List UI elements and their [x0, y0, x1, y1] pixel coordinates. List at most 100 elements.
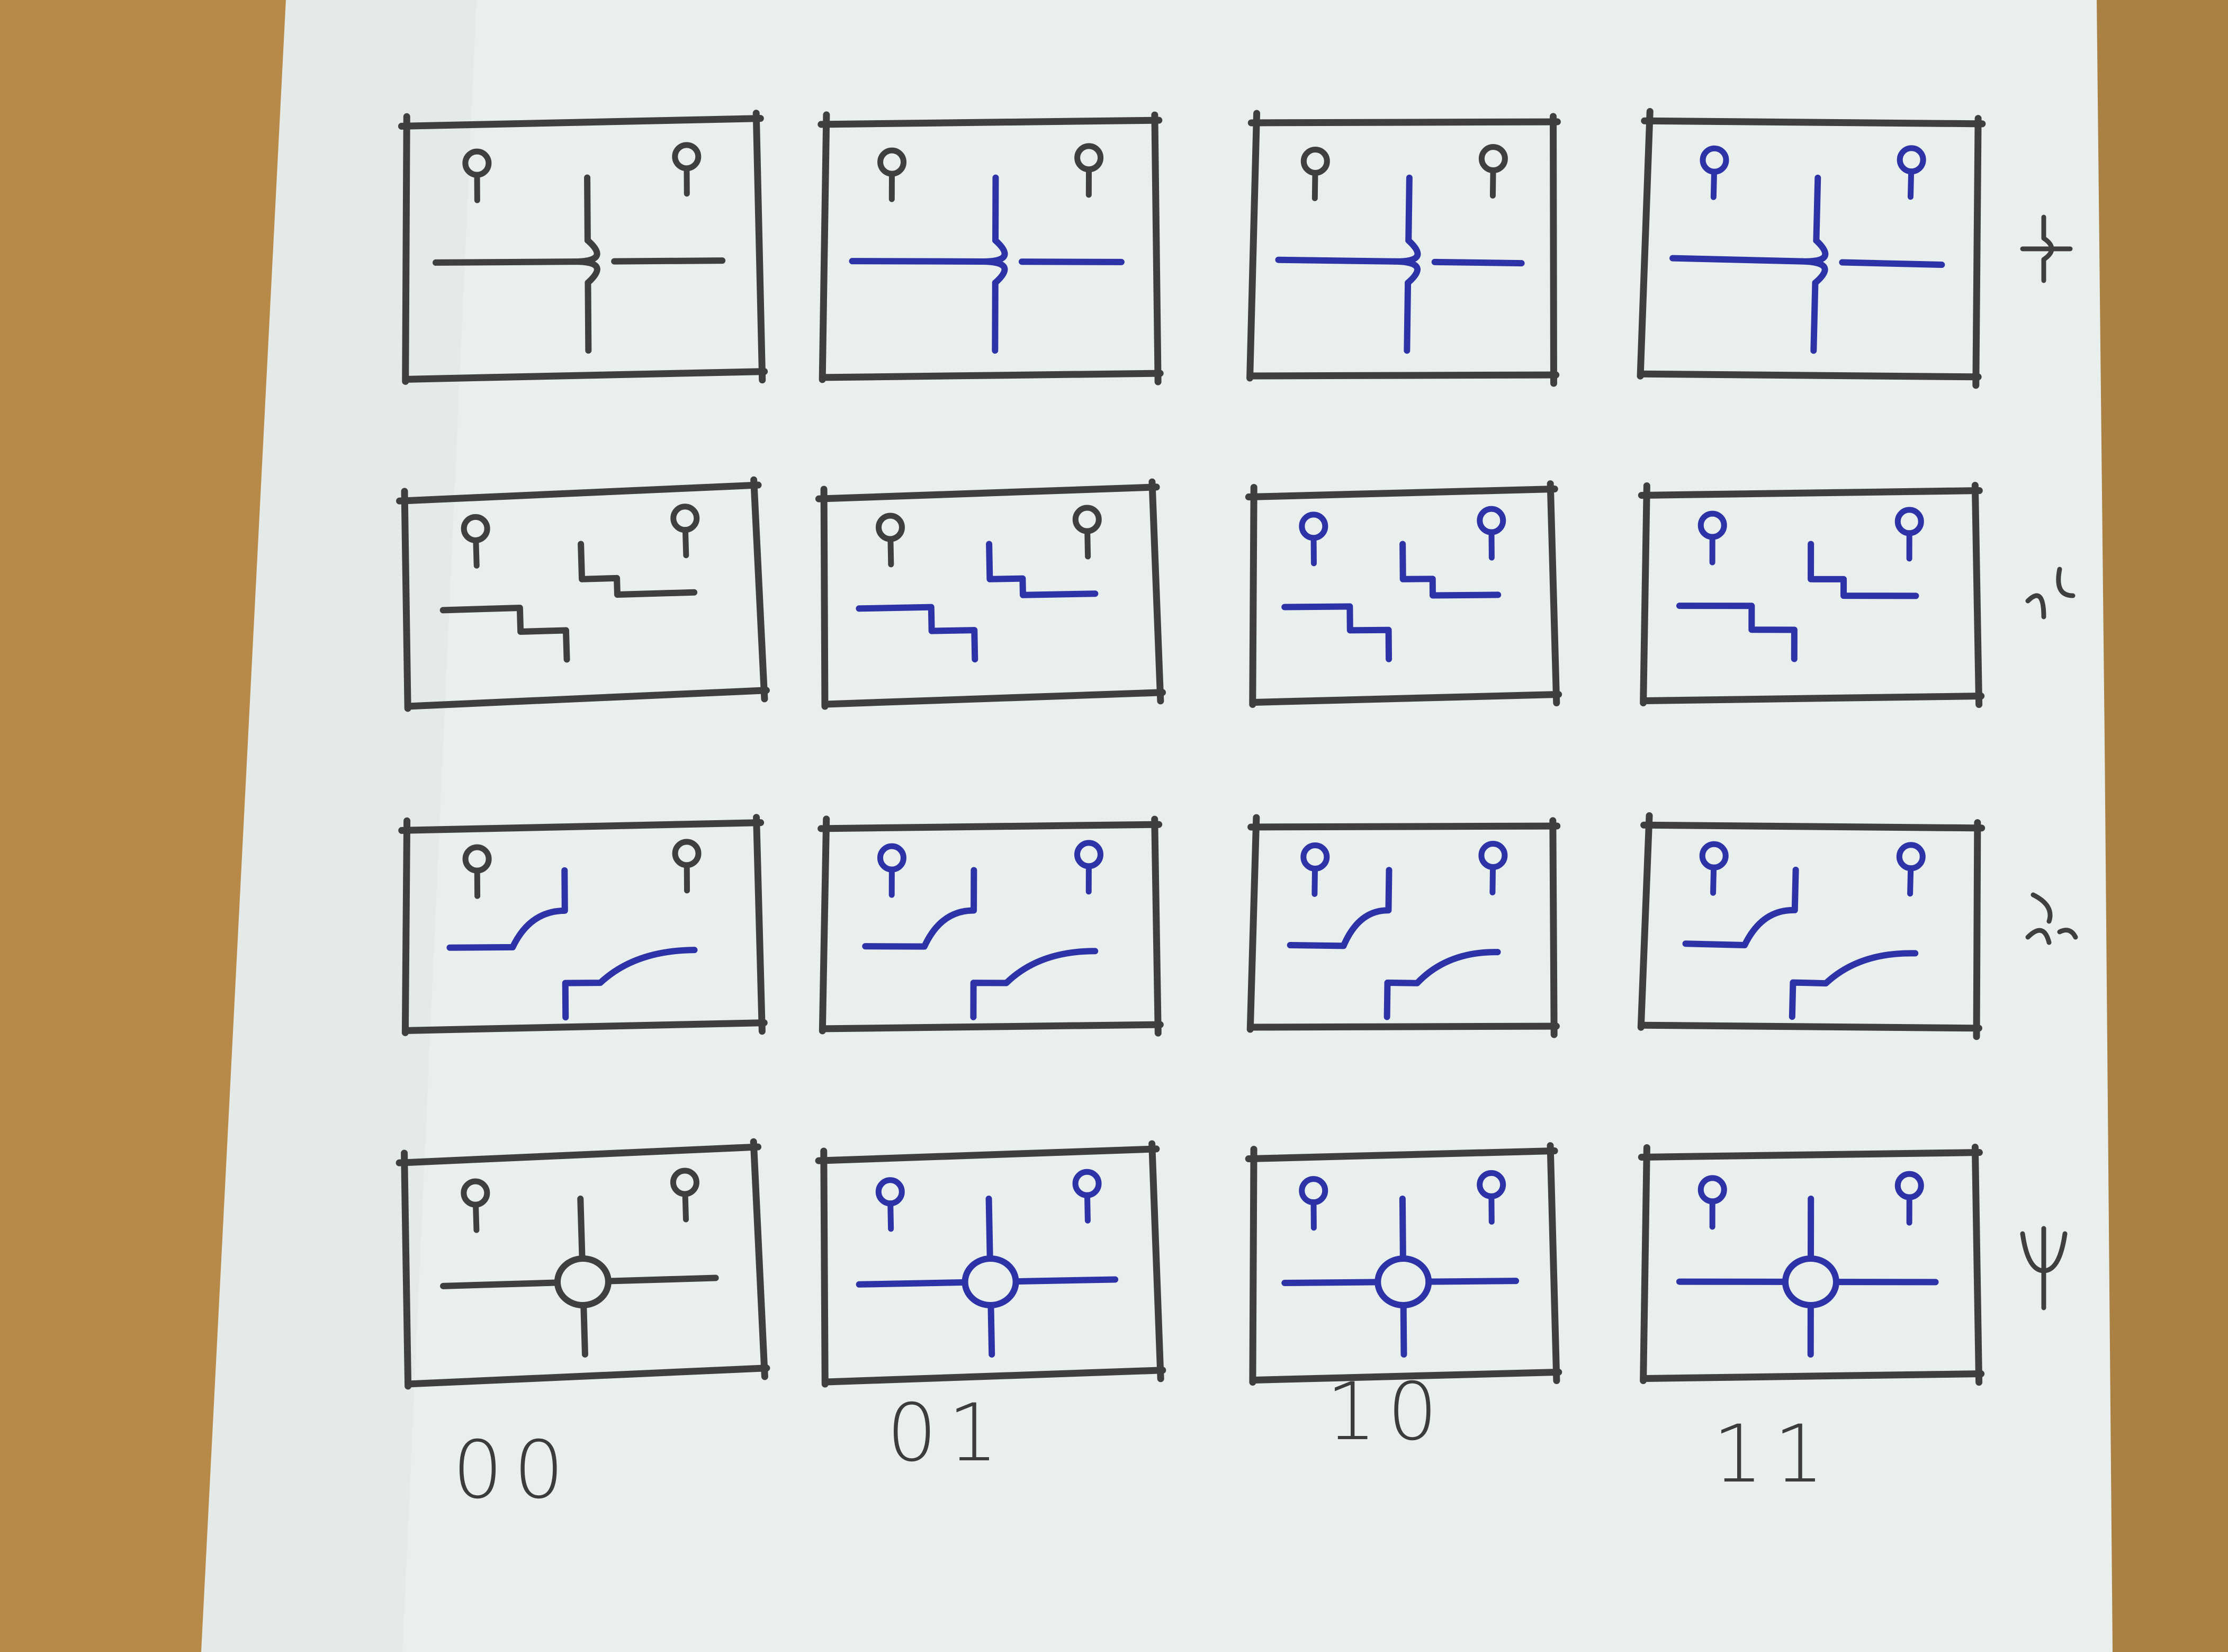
panel-frame-right [753, 814, 766, 1035]
panel-frame-top [815, 483, 1160, 502]
panel-frame-right [1971, 482, 1983, 708]
panel-frame-top [398, 115, 764, 130]
panel-frame-top [815, 1145, 1160, 1164]
panel-frame-bottom [820, 1021, 1164, 1032]
bridge-hop [1391, 237, 1421, 286]
sketch-panel [398, 814, 768, 1036]
panel-frame-left [819, 111, 830, 383]
panel-frame-bottom [822, 1367, 1166, 1386]
panel-frame-left [1637, 108, 1654, 380]
junction-wire-right [1012, 1276, 1119, 1285]
sketch-panel [396, 476, 770, 712]
panel-frame-right [1973, 819, 1981, 1040]
panel-frame-left [401, 488, 411, 712]
step-wire-left [856, 604, 978, 663]
pin-left-stem [1710, 168, 1718, 200]
sketch-panel [396, 1138, 770, 1390]
panel-grid [396, 108, 1986, 1390]
panel-frame-left [1637, 812, 1653, 1031]
pin-left-stem [473, 537, 480, 569]
panel-frame-left [820, 486, 829, 710]
wire-horizontal-left [1669, 255, 1806, 265]
panel-frame-right [1972, 115, 1982, 389]
wire-horizontal-left [432, 258, 578, 266]
column-label-00: 00 [452, 1424, 575, 1516]
glyph-stroke [2025, 567, 2076, 620]
column-label-10: 10 [1326, 1366, 1449, 1458]
panel-frame-right [1549, 817, 1558, 1038]
panel-frame-bottom [1250, 690, 1562, 706]
sketch-panel [817, 815, 1164, 1037]
pin-right-stem [682, 1191, 689, 1223]
offset-wire-left [862, 867, 977, 950]
offset-wire-left [1287, 867, 1392, 949]
panel-frame-left [819, 815, 830, 1035]
panel-frame-top [1641, 117, 1986, 128]
sketch-panel [817, 111, 1164, 385]
panel-frame-right [750, 476, 768, 703]
panel-frame-top [396, 481, 762, 505]
sketch-panel [398, 110, 768, 385]
pin-right-stem [1084, 1192, 1091, 1224]
sketch-panel [1637, 812, 1986, 1040]
sketch-panel [1638, 482, 1985, 708]
column-label-11: 11 [1712, 1408, 1835, 1501]
step-wire-right [578, 541, 698, 598]
step-wire-left [1281, 603, 1392, 662]
sketch-panel [1246, 110, 1561, 387]
panel-frame-right [1971, 1144, 1983, 1386]
pin-right-stem [1907, 168, 1915, 200]
wire-vertical-bottom [1810, 280, 1819, 354]
panel-frame-left [1246, 110, 1261, 382]
pin-left-stem [1710, 864, 1717, 896]
sketch-panel [1245, 480, 1562, 708]
panel-frame-right [1148, 1140, 1164, 1382]
bridge-hop [978, 237, 1008, 286]
panel-frame-top [817, 821, 1163, 832]
panel-frame-bottom [1638, 1021, 1982, 1032]
junction-wire-top [985, 1196, 993, 1262]
wire-horizontal-left [849, 258, 985, 265]
wire-vertical-top [584, 174, 591, 244]
panel-frame-top [1640, 821, 1986, 832]
panel-frame-right [1550, 113, 1557, 387]
panel-frame-right [1151, 815, 1162, 1037]
step-wire-right [1808, 541, 1919, 599]
panel-frame-bottom [1641, 1370, 1985, 1382]
junction-wire-bottom [987, 1301, 995, 1358]
junction-wire-left [440, 1279, 561, 1289]
sketch-panel [1637, 108, 1986, 389]
offset-wire-right [562, 947, 698, 1021]
junction-wire-top [577, 1196, 586, 1262]
wire-vertical-top [1405, 174, 1413, 244]
panel-frame-top [817, 116, 1163, 128]
panel-frame-right [752, 110, 766, 384]
glyph-stroke [2020, 1226, 2068, 1310]
glyph-stroke [2025, 892, 2078, 945]
panel-frame-bottom [1638, 370, 1982, 381]
panel-frame-bottom [1250, 1368, 1562, 1384]
panel-frame-left [1640, 482, 1650, 706]
junction-wire-bottom [580, 1301, 588, 1358]
sketch-panel [815, 1140, 1166, 1388]
panel-frame-left [402, 113, 410, 385]
step-wire-left [1676, 603, 1798, 662]
pin-right-stem [682, 527, 689, 559]
panel-frame-top [1247, 822, 1561, 831]
offset-wire-left [1682, 866, 1799, 948]
panel-frame-top [1245, 1147, 1558, 1163]
panel-frame-left [401, 817, 411, 1036]
step-wire-left [439, 605, 570, 663]
wire-vertical-top [1813, 174, 1821, 244]
junction-wire-left [1281, 1279, 1381, 1286]
panel-frame-bottom [1247, 1022, 1560, 1031]
panel-frame-left [1249, 483, 1257, 708]
panel-frame-left [820, 1147, 829, 1388]
junction-wire-right [605, 1274, 719, 1285]
panel-frame-bottom [403, 368, 768, 383]
panel-frame-bottom [405, 1364, 770, 1388]
junction-wire-left [856, 1279, 968, 1288]
panel-frame-top [398, 819, 765, 834]
panel-frame-top [1638, 1149, 1983, 1161]
sketch-panel [815, 478, 1166, 710]
